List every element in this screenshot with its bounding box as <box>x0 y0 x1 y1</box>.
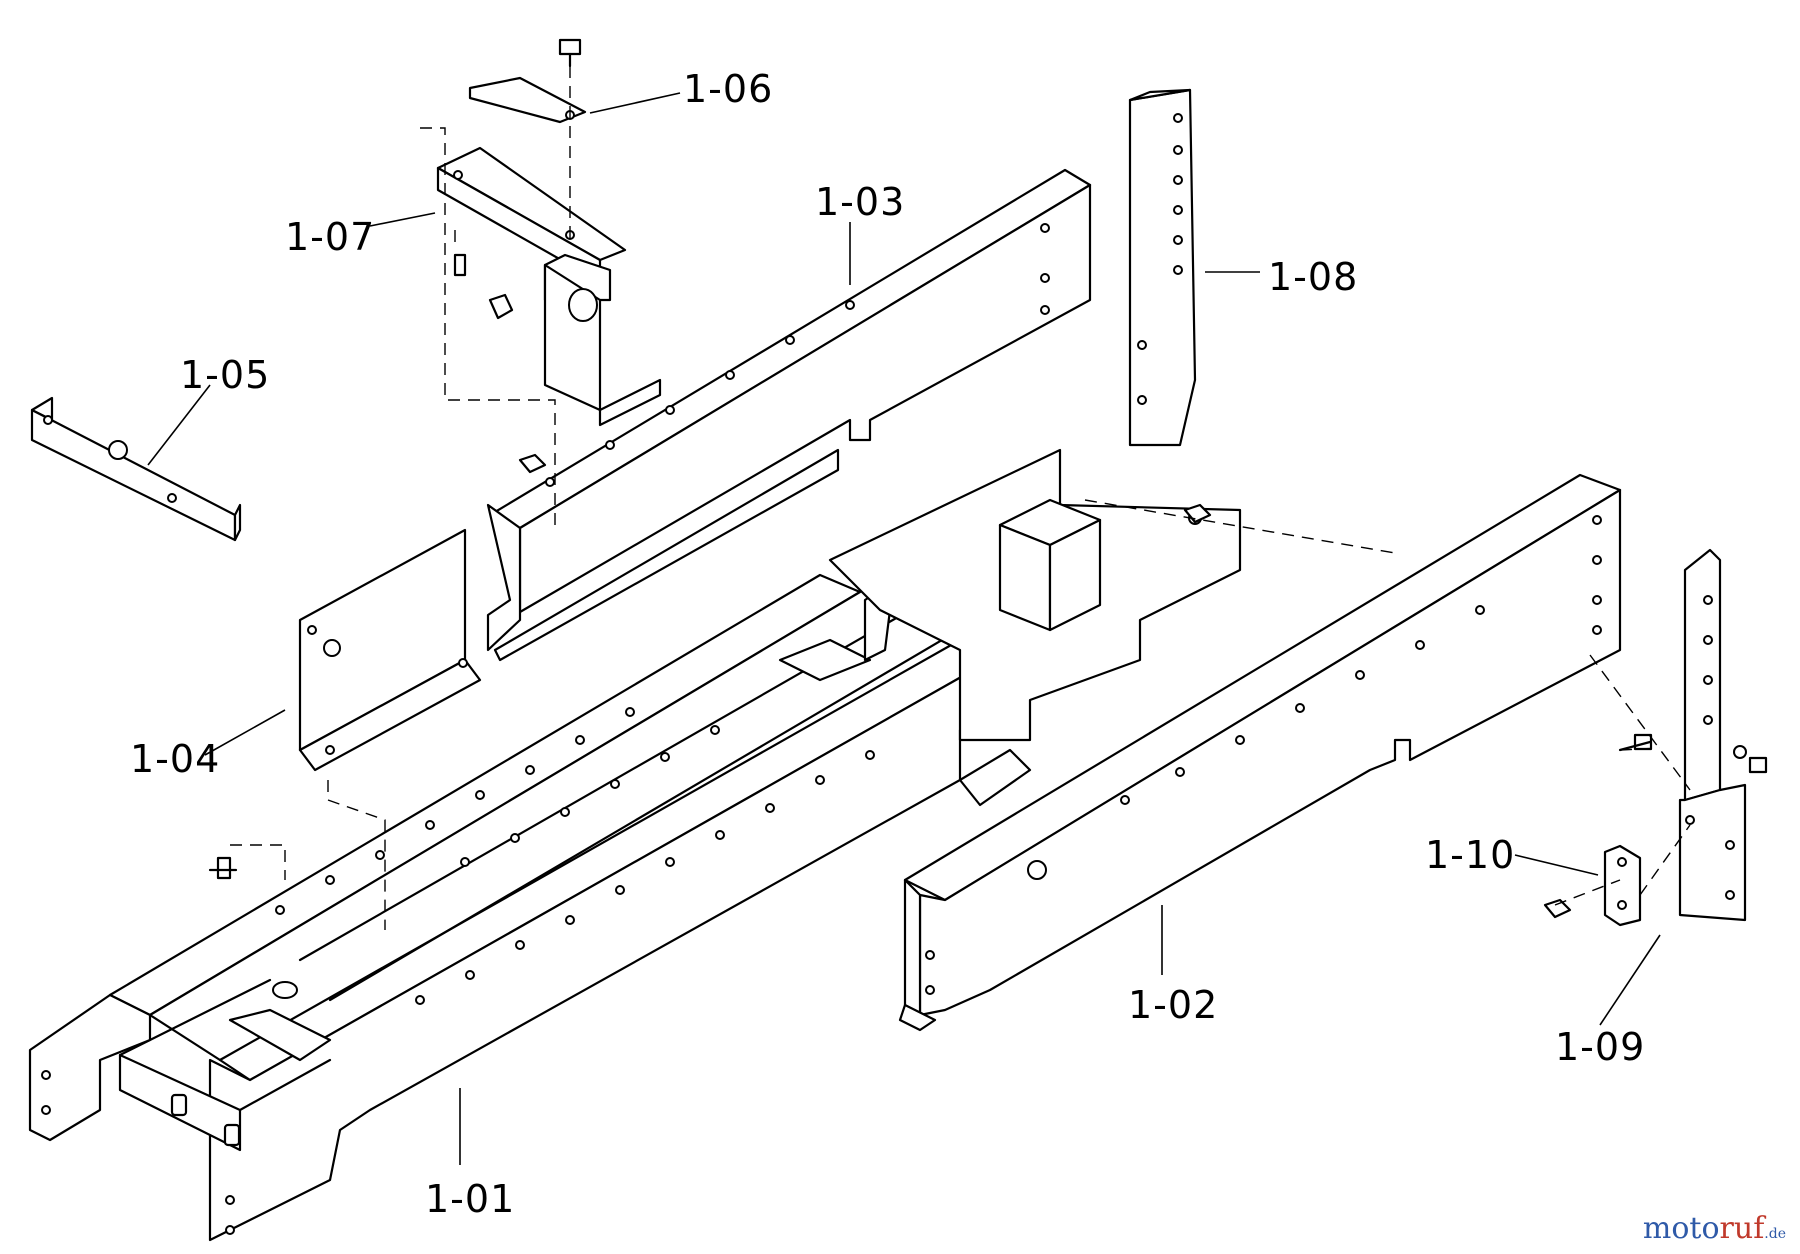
frame-holes <box>41 707 875 1235</box>
part-1-05-small-bracket <box>30 396 242 542</box>
part-1-03-upper-bracket <box>486 168 1092 662</box>
part-1-04-side-plate <box>298 528 482 772</box>
label-1-02: 1-02 <box>1128 983 1218 1027</box>
label-1-04: 1-04 <box>130 737 220 781</box>
fasteners <box>208 453 1768 919</box>
part-1-09-rear-post <box>1678 548 1747 922</box>
assembly-dash-lines <box>230 66 1691 930</box>
label-1-08: 1-08 <box>1268 255 1358 299</box>
label-1-06: 1-06 <box>683 67 773 111</box>
part-1-02-right-rail <box>898 473 1622 1032</box>
label-1-09: 1-09 <box>1555 1025 1645 1069</box>
label-1-10: 1-10 <box>1425 833 1515 877</box>
part-1-07-bearing-bracket <box>436 146 662 427</box>
label-1-01: 1-01 <box>425 1177 515 1221</box>
label-1-07: 1-07 <box>285 215 375 259</box>
part-1-10-link-plate <box>1603 844 1642 927</box>
leader-lines <box>147 92 1661 1165</box>
watermark-logo: motoruf.de <box>1643 1211 1786 1246</box>
watermark-part1: moto <box>1642 1211 1720 1246</box>
label-1-05: 1-05 <box>180 353 270 397</box>
part-1-06-clip <box>468 38 587 124</box>
part-1-08-vertical-post <box>1128 88 1197 447</box>
watermark-part2: ruf <box>1719 1211 1765 1246</box>
part-labels: 1-06 1-07 1-03 1-08 1-05 1-04 1-10 1-02 … <box>130 67 1645 1221</box>
watermark-part3: .de <box>1764 1226 1786 1242</box>
part-1-01-main-frame <box>28 508 1032 1242</box>
label-1-03: 1-03 <box>815 180 905 224</box>
